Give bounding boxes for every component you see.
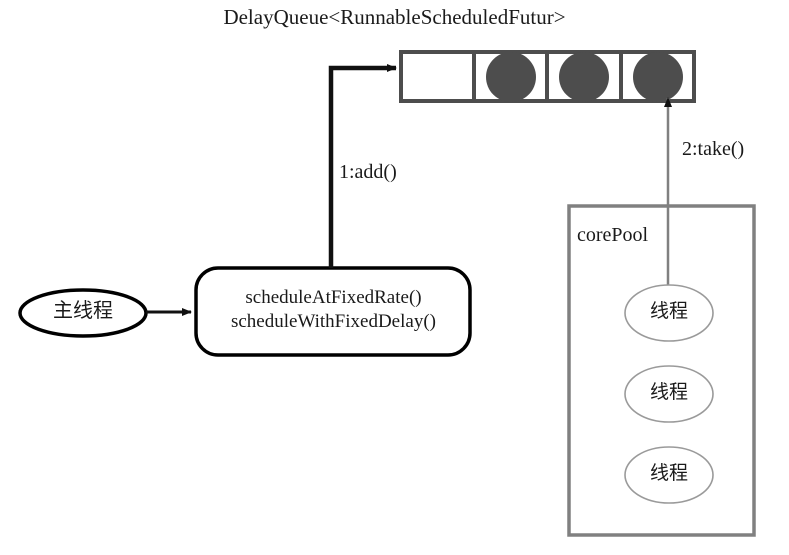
scheduler-box-text: scheduleAtFixedRate() scheduleWithFixedD… xyxy=(196,286,471,334)
scheduler-method-line-1: scheduleWithFixedDelay() xyxy=(230,310,436,332)
worker-thread-label-1: 线程 xyxy=(649,382,688,403)
queue-task-circle-1 xyxy=(486,52,536,102)
queue-task-circle-2 xyxy=(559,52,609,102)
add-arrow-label: 1:add() xyxy=(339,161,397,183)
worker-thread-label-0: 线程 xyxy=(649,301,688,322)
worker-thread-ellipse-0 xyxy=(624,284,714,342)
take-arrow-label: 2:take() xyxy=(682,138,745,160)
delay-queue-title: DelayQueue<RunnableScheduledFutur> xyxy=(223,5,566,29)
main-thread-label: 主线程 xyxy=(53,300,113,322)
queue-task-circle-3 xyxy=(633,52,683,102)
arrow-add xyxy=(328,64,397,268)
worker-thread-label-2: 线程 xyxy=(649,463,688,484)
worker-thread-ellipse-2 xyxy=(624,446,714,504)
core-pool-label: corePool xyxy=(577,224,649,246)
scheduler-method-line-0: scheduleAtFixedRate() xyxy=(245,287,422,308)
worker-thread-ellipse-1 xyxy=(624,365,714,423)
